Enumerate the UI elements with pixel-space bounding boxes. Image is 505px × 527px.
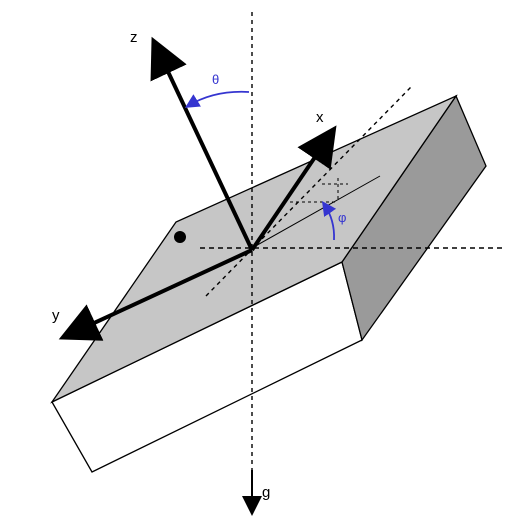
- x-axis-arrow: [250, 125, 337, 252]
- hole-dot-icon: [174, 231, 186, 243]
- theta-angle-label: θ: [212, 72, 219, 87]
- z-axis-arrow: [150, 36, 254, 251]
- y-axis-arrow: [58, 248, 253, 341]
- theta-angle-arc: [184, 90, 250, 108]
- phi-angle-arc: [321, 201, 337, 241]
- diagonal-dashed-line: [205, 85, 413, 297]
- x-axis-label: x: [316, 109, 324, 126]
- y-axis-label: y: [52, 307, 60, 324]
- z-axis-label: z: [130, 29, 138, 46]
- g-axis-label: g: [262, 484, 270, 501]
- surface-reference-line: [251, 175, 381, 249]
- phi-angle-label: φ: [338, 210, 346, 225]
